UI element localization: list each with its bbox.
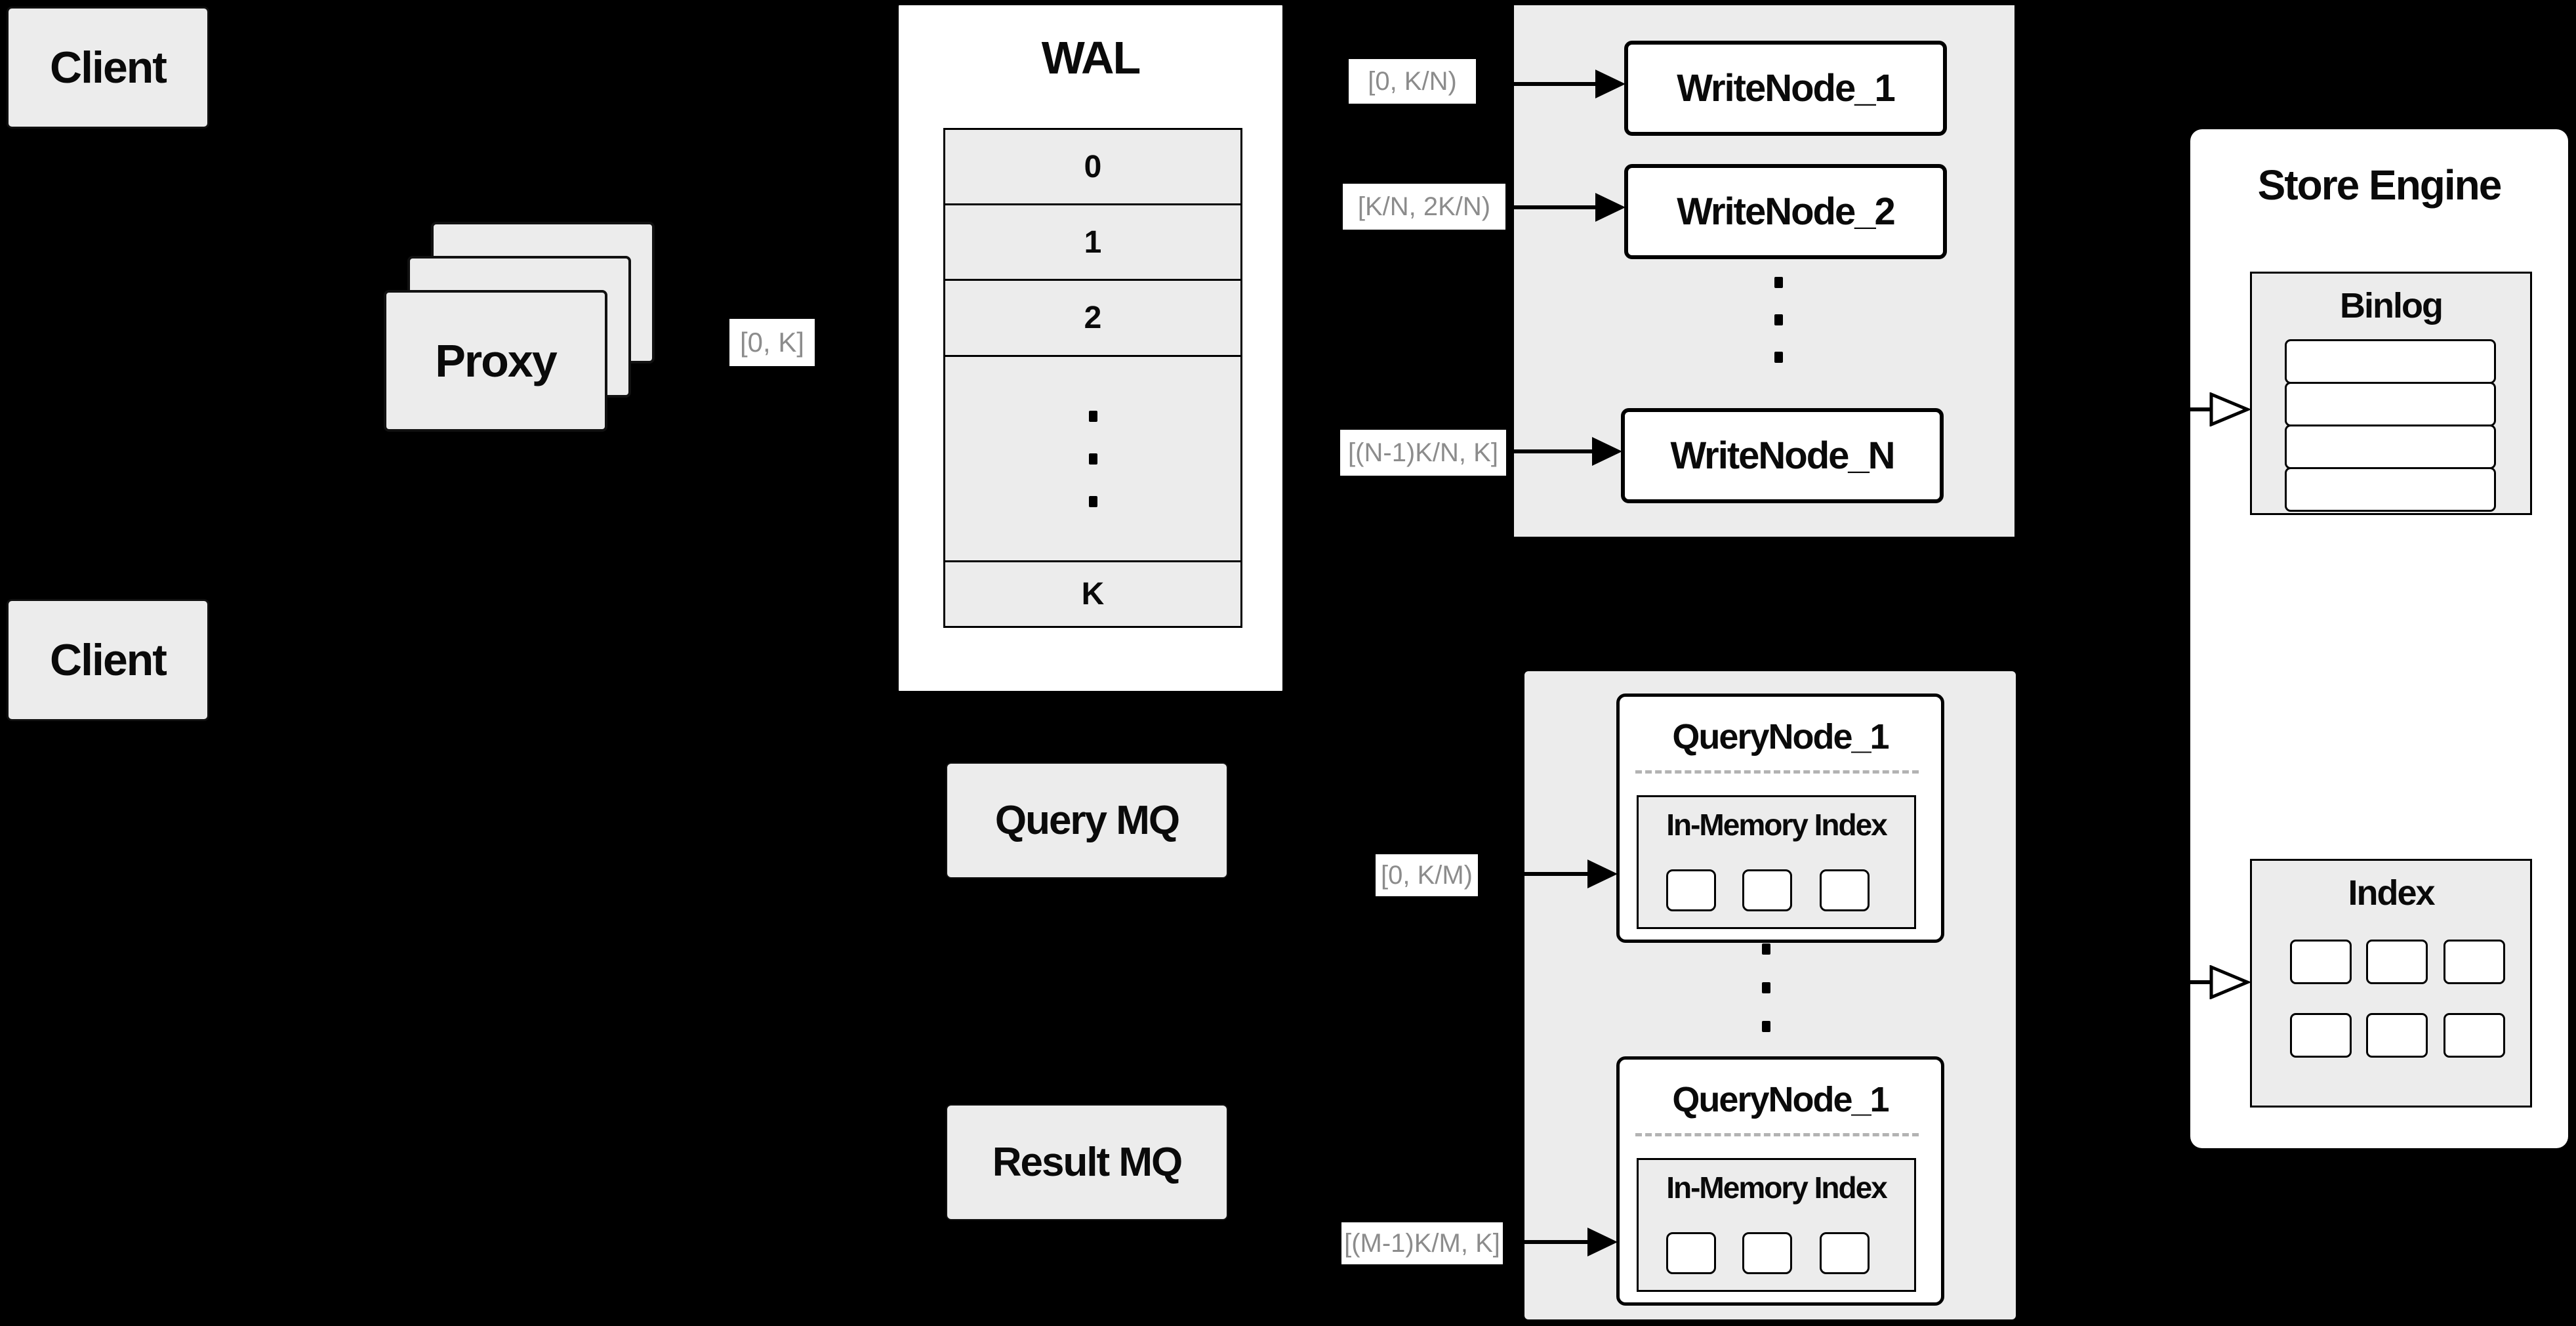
wal-row-ellipsis bbox=[945, 355, 1240, 560]
ellipsis-dot bbox=[1088, 495, 1097, 507]
writenode-2-box: WriteNode_2 bbox=[1624, 164, 1947, 259]
query-mq-box: Query MQ bbox=[946, 762, 1228, 879]
range-label-writenode-1: [0, K/N) bbox=[1349, 59, 1476, 104]
index-cell bbox=[2290, 1013, 2352, 1058]
index-title: Index bbox=[2348, 873, 2435, 913]
ellipsis-dot bbox=[1774, 277, 1783, 288]
writenodes-ellipsis bbox=[1774, 277, 1783, 363]
arrow-line-writenode-1 bbox=[1514, 82, 1597, 86]
result-mq-box: Result MQ bbox=[946, 1104, 1228, 1220]
querynode-bottom-title: QueryNode_1 bbox=[1672, 1080, 1889, 1119]
open-arrowhead-binlog bbox=[2209, 392, 2250, 426]
binlog-box: Binlog bbox=[2250, 272, 2532, 515]
segment-cell bbox=[1820, 1232, 1870, 1274]
arrow-line-writenode-2 bbox=[1514, 205, 1597, 209]
querynode-bottom-divider bbox=[1635, 1133, 1919, 1136]
segment-cell bbox=[1742, 1232, 1792, 1274]
binlog-row bbox=[2285, 467, 2496, 512]
ellipsis-dot bbox=[1774, 314, 1783, 325]
in-memory-index-top-title: In-Memory Index bbox=[1666, 808, 1888, 842]
ellipsis-dot bbox=[1088, 410, 1097, 422]
client-box-top: Client bbox=[7, 7, 209, 129]
wal-row-1: 1 bbox=[945, 203, 1240, 279]
arrow-line-writenode-n bbox=[1514, 449, 1593, 453]
binlog-row bbox=[2285, 425, 2496, 469]
wal-panel: WAL 0 1 2 K bbox=[897, 3, 1284, 693]
in-memory-index-top: In-Memory Index bbox=[1637, 795, 1916, 929]
binlog-row bbox=[2285, 382, 2496, 426]
index-box: Index bbox=[2250, 859, 2532, 1108]
store-engine-panel: Store Engine Binlog Index bbox=[2190, 129, 2568, 1148]
index-cell bbox=[2290, 940, 2352, 984]
arrow-line-querynode-top bbox=[1524, 872, 1589, 876]
range-label-writenode-2: [K/N, 2K/N) bbox=[1343, 184, 1505, 230]
arrowhead-querynode-bottom bbox=[1587, 1228, 1618, 1256]
wal-table: 0 1 2 K bbox=[943, 128, 1242, 628]
binlog-title: Binlog bbox=[2340, 286, 2443, 325]
wal-title: WAL bbox=[1041, 32, 1141, 83]
binlog-row bbox=[2285, 339, 2496, 384]
index-cell bbox=[2443, 1013, 2505, 1058]
wal-row-2: 2 bbox=[945, 279, 1240, 355]
ellipsis-dot bbox=[1762, 943, 1770, 955]
arrowhead-writenode-n bbox=[1592, 437, 1622, 466]
segment-cell bbox=[1666, 869, 1716, 911]
arrow-line-index bbox=[2187, 980, 2213, 984]
in-memory-index-bottom-title: In-Memory Index bbox=[1666, 1171, 1888, 1205]
in-memory-index-bottom: In-Memory Index bbox=[1637, 1158, 1916, 1292]
arrow-line-querynode-bottom bbox=[1524, 1240, 1589, 1244]
querynode-bottom-box: QueryNode_1 In-Memory Index bbox=[1616, 1056, 1944, 1306]
store-engine-title: Store Engine bbox=[2257, 161, 2503, 209]
querynode-top-title: QueryNode_1 bbox=[1672, 717, 1889, 756]
range-label-querynode-top: [0, K/M) bbox=[1376, 854, 1478, 896]
index-cell bbox=[2366, 1013, 2428, 1058]
arrowhead-querynode-top bbox=[1587, 860, 1618, 888]
open-arrowhead-index bbox=[2209, 965, 2250, 999]
ellipsis-dot bbox=[1762, 1021, 1770, 1032]
range-label-proxy-wal: [0, K] bbox=[729, 319, 815, 366]
index-cell bbox=[2366, 940, 2428, 984]
client-box-bottom: Client bbox=[7, 599, 209, 721]
wal-row-k: K bbox=[945, 560, 1240, 626]
ellipsis-dot bbox=[1762, 982, 1770, 993]
arrowhead-writenode-1 bbox=[1595, 70, 1625, 98]
range-label-querynode-bottom: [(M-1)K/M, K] bbox=[1341, 1222, 1503, 1264]
arrowhead-writenode-2 bbox=[1595, 193, 1625, 222]
binlog-rows bbox=[2285, 339, 2496, 512]
segment-cell bbox=[1742, 869, 1792, 911]
segment-cell bbox=[1666, 1232, 1716, 1274]
ellipsis-dot bbox=[1088, 453, 1097, 465]
wal-row-0: 0 bbox=[945, 130, 1240, 203]
querynode-top-divider bbox=[1635, 770, 1919, 774]
ellipsis-dot bbox=[1774, 352, 1783, 363]
range-label-writenode-n: [(N-1)K/N, K] bbox=[1340, 430, 1506, 476]
segment-cell bbox=[1820, 869, 1870, 911]
arrow-line-binlog bbox=[2187, 407, 2213, 411]
querynode-top-box: QueryNode_1 In-Memory Index bbox=[1616, 694, 1944, 943]
writenode-1-box: WriteNode_1 bbox=[1624, 41, 1947, 136]
proxy-card-front: Proxy bbox=[384, 290, 607, 432]
writenode-n-box: WriteNode_N bbox=[1621, 408, 1944, 503]
index-cell bbox=[2443, 940, 2505, 984]
querynodes-ellipsis bbox=[1762, 943, 1770, 1032]
